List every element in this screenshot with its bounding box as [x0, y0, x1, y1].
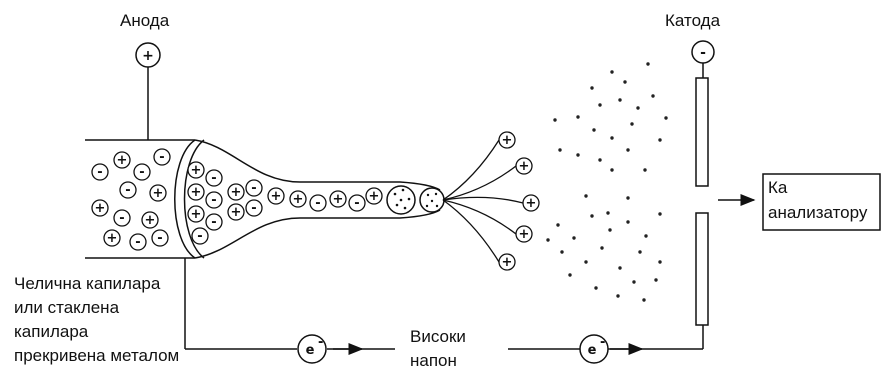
charged-droplet: +	[498, 253, 516, 271]
anion: -	[309, 194, 327, 212]
cation: +	[227, 203, 245, 221]
anion: -	[153, 148, 171, 166]
svg-text:+: +	[519, 227, 530, 242]
svg-text:+: +	[191, 163, 202, 178]
svg-text:-: -	[139, 165, 144, 180]
analyzer-label-line1: Ка	[768, 178, 788, 197]
cathode-label: Катода	[665, 11, 721, 30]
svg-text:+: +	[231, 185, 242, 200]
anion: -	[119, 181, 137, 199]
svg-text:+: +	[271, 189, 282, 204]
anode-label: Анода	[120, 11, 170, 30]
electron-symbol-2: e -	[579, 334, 609, 364]
svg-text:-: -	[354, 196, 359, 211]
svg-text:+: +	[519, 159, 530, 174]
svg-text:-: -	[211, 215, 216, 230]
charged-droplet: +	[522, 194, 540, 212]
svg-text:-: -	[157, 231, 162, 246]
anion: -	[348, 194, 366, 212]
capillary-label-line4: прекривена металом	[14, 346, 179, 365]
cation: +	[141, 211, 159, 229]
svg-text:-: -	[251, 201, 256, 216]
cation: +	[187, 183, 205, 201]
droplet-large-1	[386, 185, 416, 215]
cation: +	[187, 205, 205, 223]
svg-text:-: -	[135, 235, 140, 250]
svg-text:-: -	[197, 229, 202, 244]
charged-droplet: +	[498, 131, 516, 149]
capillary-label-line3: капилара	[14, 322, 89, 341]
voltage-label-line2: напон	[410, 351, 457, 370]
cathode-plate-lower	[695, 212, 709, 326]
svg-text:-: -	[318, 335, 323, 350]
anion: -	[151, 229, 169, 247]
voltage-label-line1: Високи	[410, 327, 466, 346]
svg-text:-: -	[315, 196, 320, 211]
svg-text:-: -	[600, 335, 605, 350]
svg-text:+: +	[526, 196, 537, 211]
anode-terminal: +	[135, 42, 161, 68]
capillary-label-line1: Челична капилара	[14, 274, 161, 293]
cation: +	[187, 161, 205, 179]
fission-spray	[442, 139, 524, 263]
cation: +	[289, 190, 307, 208]
svg-text:e: e	[306, 343, 315, 358]
cation: +	[227, 183, 245, 201]
gas-phase-ions	[546, 62, 668, 302]
anion: -	[133, 163, 151, 181]
svg-text:-: -	[119, 211, 124, 226]
anion: -	[113, 209, 131, 227]
analyzer-label-line2: анализатору	[768, 203, 868, 222]
anion: -	[245, 179, 263, 197]
svg-text:+: +	[502, 255, 513, 270]
capillary-tube	[85, 139, 441, 259]
svg-text:-: -	[97, 165, 102, 180]
svg-text:+: +	[293, 192, 304, 207]
charged-droplet: +	[515, 157, 533, 175]
cation: +	[113, 151, 131, 169]
cation: +	[365, 187, 383, 205]
svg-text:+: +	[191, 207, 202, 222]
cation: +	[91, 199, 109, 217]
svg-text:+: +	[191, 185, 202, 200]
circuit-wire	[184, 258, 704, 350]
svg-text:-: -	[211, 171, 216, 186]
anion: -	[129, 233, 147, 251]
cation: +	[149, 184, 167, 202]
svg-text:-: -	[159, 150, 164, 165]
droplet-large-2	[419, 187, 445, 213]
cathode-minus-sign: -	[700, 45, 706, 61]
svg-text:+: +	[502, 133, 513, 148]
cation: +	[103, 229, 121, 247]
anion: -	[191, 227, 209, 245]
svg-text:+: +	[95, 201, 106, 216]
capillary-label-line2: или стаклена	[14, 298, 120, 317]
svg-text:+: +	[145, 213, 156, 228]
cation: +	[329, 190, 347, 208]
charged-droplet: +	[515, 225, 533, 243]
svg-text:e: e	[588, 343, 597, 358]
svg-text:-: -	[125, 183, 130, 198]
anion: -	[245, 199, 263, 217]
cathode-plate-upper	[695, 77, 709, 187]
svg-text:-: -	[251, 181, 256, 196]
anion: -	[205, 191, 223, 209]
anion: -	[91, 163, 109, 181]
anion: -	[205, 169, 223, 187]
svg-text:+: +	[333, 192, 344, 207]
svg-text:+: +	[153, 186, 164, 201]
svg-text:+: +	[231, 205, 242, 220]
ion-cloud: -+--+-+-++--+-+-+--++--++-+-+	[91, 148, 383, 251]
anion: -	[205, 213, 223, 231]
svg-text:+: +	[369, 189, 380, 204]
svg-text:+: +	[107, 231, 118, 246]
svg-text:-: -	[211, 193, 216, 208]
anode-plus-sign: +	[142, 48, 154, 64]
cathode-terminal: -	[691, 40, 715, 64]
cation: +	[267, 187, 285, 205]
electron-symbol-1: e -	[297, 334, 327, 364]
svg-text:+: +	[117, 153, 128, 168]
analyzer-box	[762, 173, 881, 231]
